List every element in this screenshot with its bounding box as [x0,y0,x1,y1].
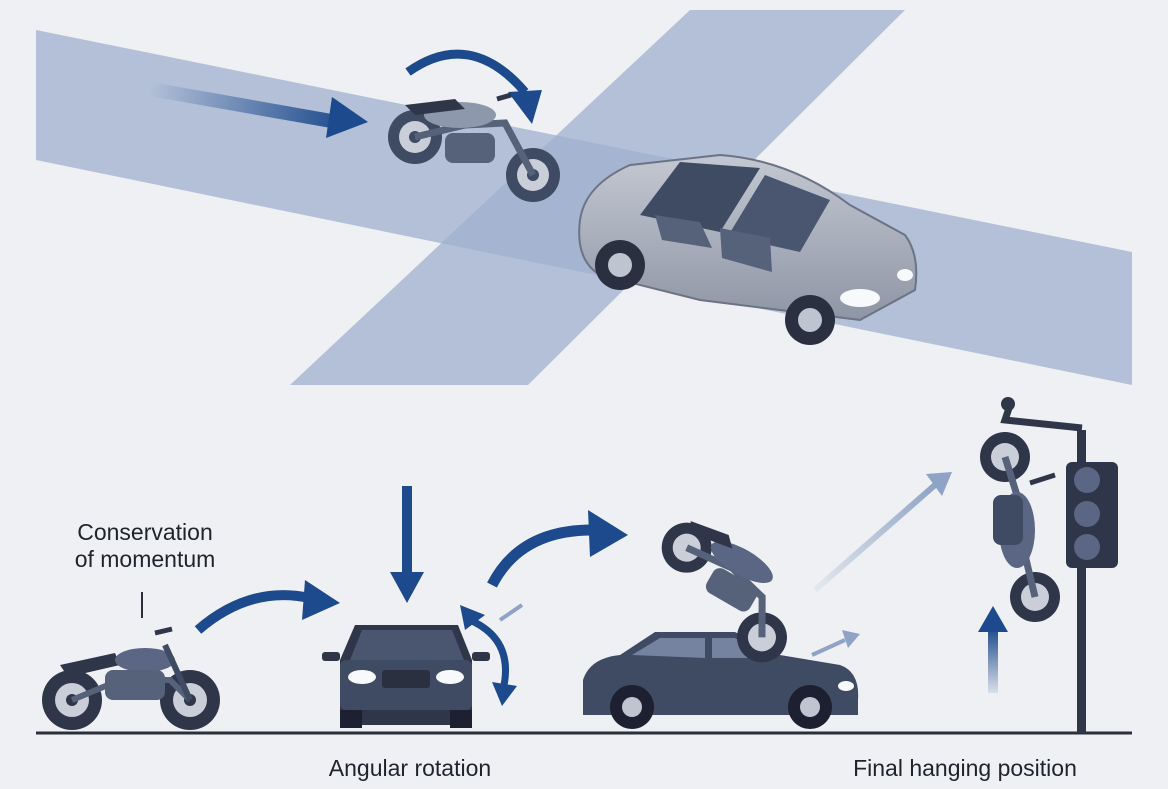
straight-arrow-icon [978,606,1008,693]
motorcycle-icon [388,92,560,202]
traffic-light-icon [1000,397,1118,733]
final-position-label: Final hanging position [853,755,1077,781]
curved-arrow-icon [405,49,542,124]
conservation-label: Conservation of momentum [40,519,250,573]
motorcycle-icon [661,521,787,663]
straight-arrow-icon [813,472,952,593]
curved-arrow-icon [194,580,340,634]
angular-rotation-label: Angular rotation [328,755,492,781]
conservation-label-line1: Conservation [77,519,213,545]
conservation-label-line2: of momentum [74,546,216,572]
curved-arrow-icon [460,603,524,706]
motorcycle-icon [980,432,1060,622]
car-icon [322,625,490,728]
car-icon [578,153,918,345]
straight-arrow-icon [811,630,860,657]
curved-arrow-icon [487,510,628,588]
straight-arrow-icon [148,82,368,138]
straight-arrow-icon [390,486,424,603]
car-icon [583,632,859,729]
motorcycle-icon [42,626,220,730]
intersection-road [36,10,1132,385]
